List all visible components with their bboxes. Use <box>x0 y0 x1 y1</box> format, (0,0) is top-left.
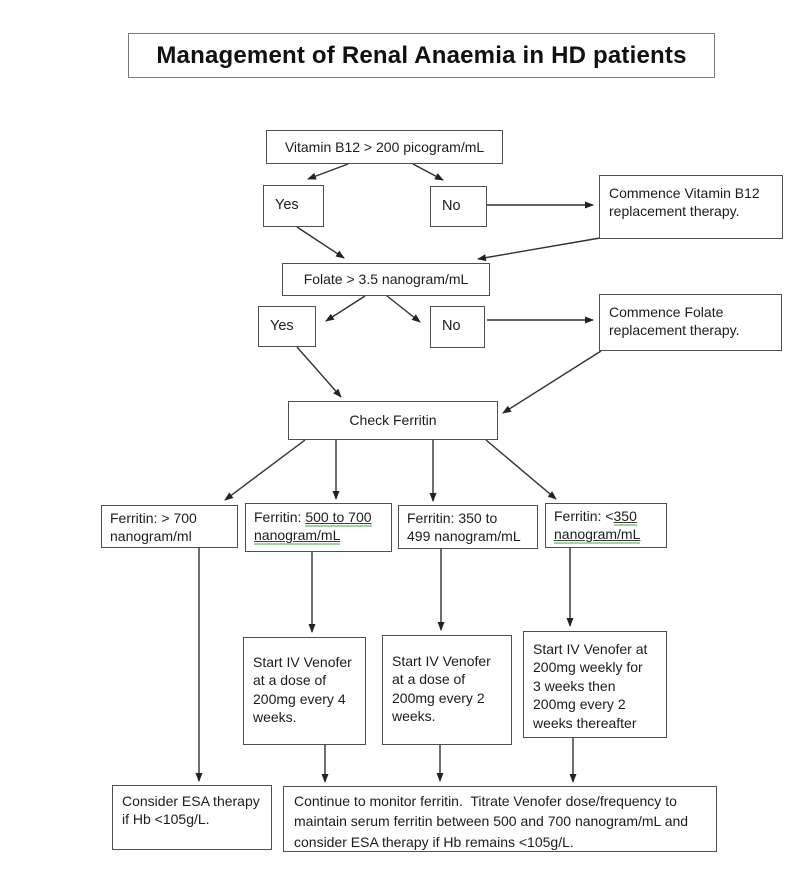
node-ferritin-500-700: Ferritin: 500 to 700 nanogram/mL <box>245 503 392 552</box>
ferritin-lt350-prefix: Ferritin: < <box>554 508 614 524</box>
connector-vitamin-b12-to-yes <box>307 163 349 180</box>
node-folate: Folate > 3.5 nanogram/mL <box>282 263 490 296</box>
node-folate-no: No <box>430 306 485 348</box>
node-venofer-every-2-weeks: Start IV Venofer at a dose of 200mg ever… <box>382 635 512 745</box>
connector-yes-to-check-ferritin <box>296 346 342 398</box>
node-venofer-every-4-weeks: Start IV Venofer at a dose of 200mg ever… <box>243 637 366 745</box>
ferritin-500-700-prefix: Ferritin: <box>254 509 306 525</box>
connector-commence-b12-to-folate <box>477 237 601 262</box>
node-b12-no: No <box>430 186 487 227</box>
node-consider-esa: Consider ESA therapy if Hb <105g/L. <box>112 785 272 850</box>
connector-check-ferritin-to-lt350 <box>485 439 557 500</box>
connector-commence-folate-to-check-ferritin <box>502 350 602 414</box>
node-ferritin-350-499: Ferritin: 350 to 499 nanogram/mL <box>398 505 538 549</box>
ferritin-lt350-unit: nanogram/mL <box>554 526 641 543</box>
node-folate-yes: Yes <box>258 306 316 347</box>
node-vitamin-b12: Vitamin B12 > 200 picogram/mL <box>266 130 503 164</box>
connector-yes-to-folate <box>296 226 345 259</box>
node-venofer-weekly: Start IV Venofer at 200mg weekly for 3 w… <box>523 631 667 738</box>
connector-vitamin-b12-to-no <box>412 163 444 181</box>
node-monitor-ferritin: Continue to monitor ferritin. Titrate Ve… <box>283 786 717 852</box>
connector-folate-to-yes <box>325 295 366 322</box>
node-b12-yes: Yes <box>263 185 324 227</box>
page-title: Management of Renal Anaemia in HD patien… <box>128 33 715 78</box>
connector-check-ferritin-to-gt700 <box>224 439 306 501</box>
node-ferritin-gt700: Ferritin: > 700 nanogram/ml <box>101 505 238 548</box>
node-commence-b12: Commence Vitamin B12 replacement therapy… <box>599 175 783 239</box>
ferritin-500-700-unit: nanogram/mL <box>254 527 341 544</box>
node-commence-folate: Commence Folate replacement therapy. <box>599 294 782 351</box>
connector-folate-to-no <box>386 295 421 323</box>
node-ferritin-lt350: Ferritin: <350 nanogram/mL <box>545 503 667 548</box>
ferritin-500-700-range: 500 to 700 <box>305 509 372 525</box>
ferritin-lt350-range: 350 <box>613 508 637 524</box>
node-check-ferritin: Check Ferritin <box>288 401 498 440</box>
